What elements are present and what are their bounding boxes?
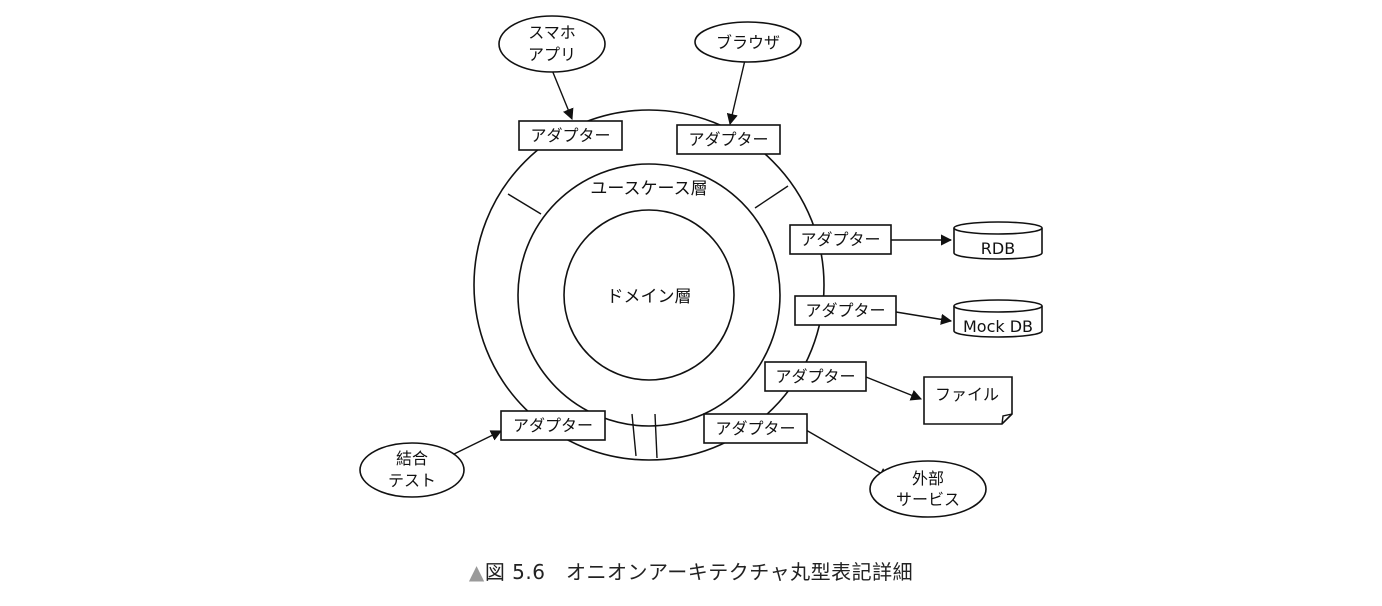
integration-test-label-line1: 結合	[396, 449, 428, 468]
domain-layer-label: ドメイン層	[607, 287, 692, 307]
adapter-label: アダプター	[513, 416, 593, 435]
ring-divider	[754, 185, 789, 209]
integration-test-label-line2: テスト	[388, 471, 436, 490]
arrow-adapter-to-mockdb	[895, 311, 953, 325]
browser-label: ブラウザ	[716, 33, 780, 52]
ring-divider	[654, 413, 658, 459]
mock-db-label: Mock DB	[963, 317, 1033, 336]
ring-divider	[507, 193, 542, 215]
usecase-layer-label: ユースケース層	[590, 179, 707, 199]
adapter-box: アダプター	[518, 120, 623, 151]
caption-text: 図 5.6 オニオンアーキテクチャ丸型表記詳細	[484, 560, 914, 584]
arrow-adapter-to-external-service	[805, 429, 890, 479]
integration-test-node: 結合 テスト	[359, 442, 465, 498]
rdb-cylinder: RDB	[953, 221, 1043, 260]
external-service-node: 外部 サービス	[869, 460, 987, 518]
external-service-label-line2: サービス	[896, 490, 960, 509]
adapter-box: アダプター	[703, 413, 808, 444]
adapter-label: アダプター	[800, 230, 880, 249]
external-service-label-line1: 外部	[912, 469, 944, 488]
rdb-label: RDB	[981, 239, 1015, 258]
adapter-box: アダプター	[500, 410, 606, 441]
arrow-smartphone-to-adapter	[551, 69, 574, 121]
arrow-adapter-to-file	[865, 376, 923, 401]
ring-divider	[631, 413, 637, 457]
adapter-label: アダプター	[715, 419, 795, 438]
smartphone-app-label-line2: アプリ	[528, 45, 576, 64]
smartphone-app-node: スマホ アプリ	[498, 15, 606, 73]
adapter-label: アダプター	[688, 130, 768, 149]
smartphone-app-label-line1: スマホ	[528, 23, 576, 42]
figure-caption: ▲図 5.6 オニオンアーキテクチャ丸型表記詳細	[0, 556, 1382, 585]
adapter-box: アダプター	[676, 124, 781, 155]
adapter-label: アダプター	[775, 367, 855, 386]
adapter-label: アダプター	[530, 126, 610, 145]
adapter-box: アダプター	[794, 295, 897, 326]
caption-triangle-icon: ▲	[468, 560, 485, 584]
adapter-label: アダプター	[805, 301, 885, 320]
adapter-box: アダプター	[764, 361, 867, 392]
browser-node: ブラウザ	[694, 21, 802, 63]
domain-layer-circle	[563, 209, 735, 381]
arrow-test-to-adapter	[451, 430, 503, 456]
file-document-icon: ファイル	[923, 376, 1013, 425]
mock-db-cylinder: Mock DB	[953, 299, 1043, 338]
adapter-box: アダプター	[789, 224, 892, 255]
file-label: ファイル	[935, 385, 999, 404]
arrow-browser-to-adapter	[726, 59, 746, 126]
